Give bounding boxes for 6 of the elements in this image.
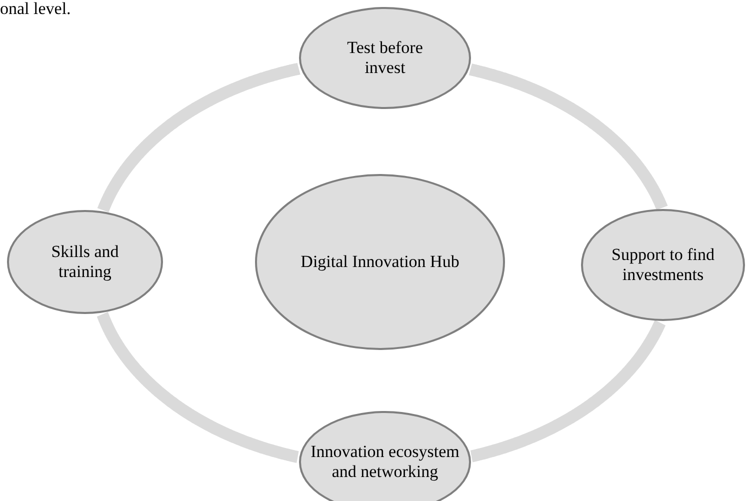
node-label: Digital Innovation Hub	[300, 252, 460, 272]
node-label: Skills and training	[50, 242, 120, 282]
node-label: Innovation ecosystem and networking	[310, 442, 460, 482]
node-label: Support to find investments	[610, 245, 716, 285]
note-text: onal level.	[0, 0, 71, 17]
node-label: Test before invest	[346, 38, 424, 78]
